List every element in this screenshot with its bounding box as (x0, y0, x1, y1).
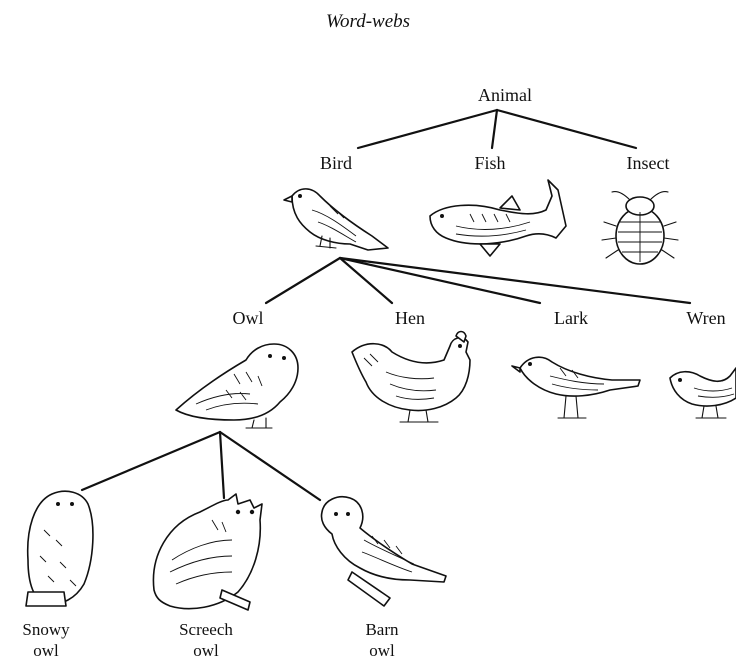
edges-bird (266, 258, 690, 303)
node-label-lark: Lark (554, 308, 588, 328)
node-label-wren: Wren (686, 308, 725, 328)
edges-owl (82, 432, 320, 500)
insect-illustration (602, 191, 678, 264)
edges-root (358, 110, 636, 148)
node-label-animal: Animal (478, 85, 532, 105)
node-label-hen: Hen (395, 308, 425, 328)
node-label-barn-owl-line1: Barn (365, 620, 399, 639)
node-label-bird: Bird (320, 153, 352, 173)
bird-illustration (284, 189, 388, 250)
diagram-title: Word-webs (326, 11, 410, 32)
node-label-screech-owl-line1: Screech (179, 620, 233, 639)
screech-owl-illustration (153, 494, 262, 610)
fish-illustration (430, 180, 566, 256)
node-label-insect: Insect (627, 153, 670, 173)
barn-owl-illustration (321, 497, 446, 606)
snowy-owl-illustration (26, 491, 93, 606)
owl-illustration (176, 344, 298, 428)
node-label-snowy-owl-line1: Snowy (22, 620, 70, 639)
lark-illustration (512, 357, 640, 418)
node-label-owl: Owl (233, 308, 264, 328)
node-label-screech-owl-line2: owl (193, 641, 219, 660)
wren-illustration (670, 368, 736, 418)
hen-illustration (352, 332, 470, 423)
node-label-barn-owl-line2: owl (369, 641, 395, 660)
node-label-snowy-owl-line2: owl (33, 641, 59, 660)
node-label-fish: Fish (474, 153, 505, 173)
